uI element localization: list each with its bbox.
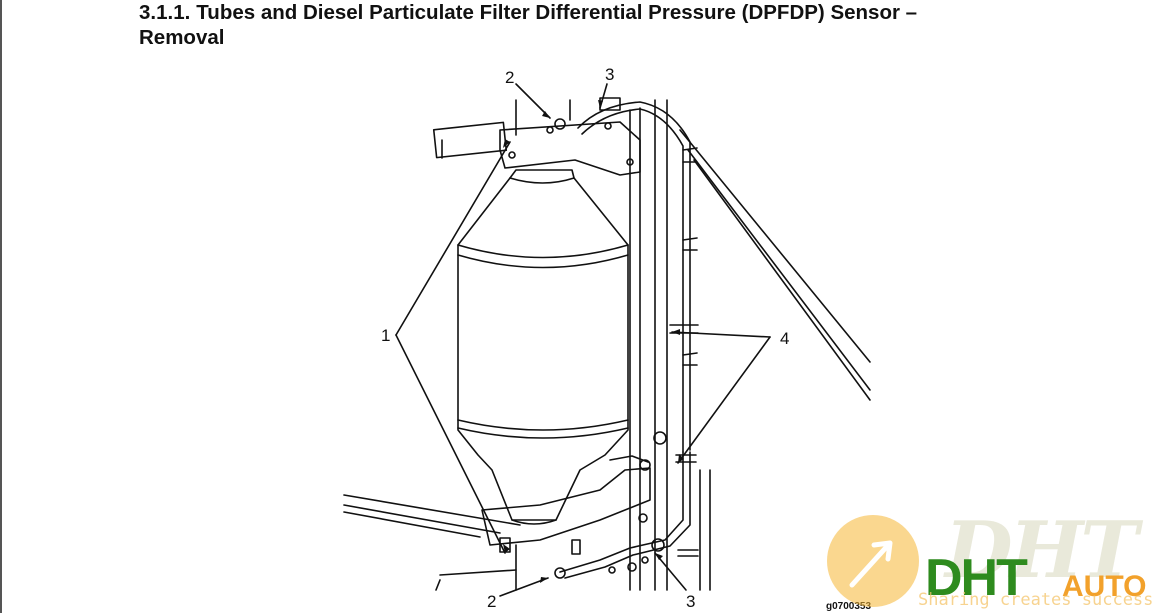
callout-3-bottom: 3 [686,592,695,611]
section-title-line2: Removal [139,26,225,49]
watermark-brand: DHT [925,549,1028,607]
page-left-rule [0,0,2,613]
callout-1: 1 [381,326,390,345]
section-number: 3.1.1. [139,1,191,24]
section-heading: 3.1.1.Tubes and Diesel Particulate Filte… [139,0,1089,50]
watermark-brand-suffix: AUTO [1062,570,1147,603]
callout-3-top: 3 [605,65,614,84]
watermark-slogan: Sharing creates success [918,590,1154,610]
watermark-arrow-icon [849,540,893,588]
callout-2-bottom: 2 [487,592,496,611]
figure-id-label: g0700353 [826,601,872,612]
section-title-line1: Tubes and Diesel Particulate Filter Diff… [196,1,918,24]
callout-4: 4 [780,329,789,348]
watermark-letters: DHT [945,505,1138,596]
callout-2-top: 2 [505,68,514,87]
